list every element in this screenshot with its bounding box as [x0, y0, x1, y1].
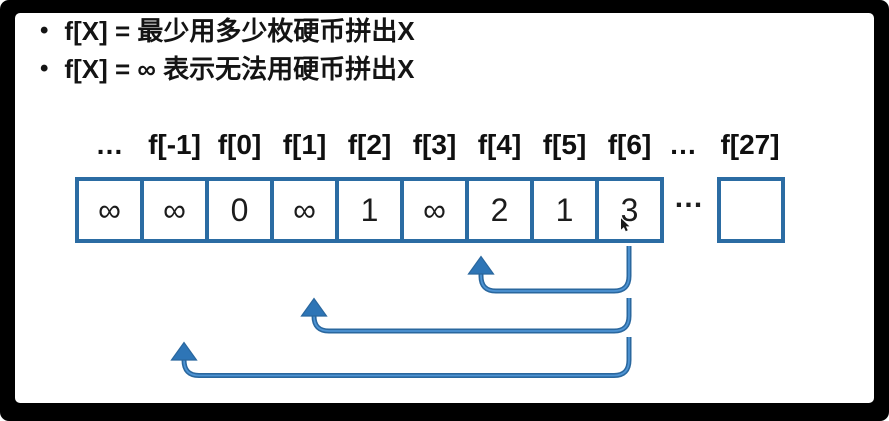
array-cell: ∞ — [75, 177, 144, 243]
index-label: f[0] — [217, 129, 262, 160]
index-label: f[1] — [282, 129, 327, 160]
index-label: f[4] — [477, 129, 522, 160]
array-cell: 1 — [530, 177, 599, 243]
index-label: f[6] — [607, 129, 652, 160]
array-cell: ∞ — [400, 177, 469, 243]
array-cell-f27 — [717, 177, 785, 243]
bullet-item: f[X] = 最少用多少枚硬币拼出X — [40, 13, 414, 51]
array-cell: ∞ — [140, 177, 209, 243]
index-label: f[5] — [542, 129, 587, 160]
index-label: f[2] — [347, 129, 392, 160]
index-label-f27: f[27] — [720, 129, 780, 160]
index-label: f[-1] — [148, 129, 201, 160]
bullet-item: f[X] = ∞ 表示无法用硬币拼出X — [40, 51, 415, 89]
array-cell: 2 — [465, 177, 534, 243]
array-cell: 0 — [205, 177, 274, 243]
index-label: … — [95, 129, 124, 160]
array-row-ellipsis: … — [673, 181, 707, 214]
array-cell: 3 — [595, 177, 664, 243]
bullet-list: f[X] = 最少用多少枚硬币拼出X f[X] = ∞ 表示无法用硬币拼出X — [40, 13, 415, 89]
array-cell: ∞ — [270, 177, 339, 243]
array-cell: 1 — [335, 177, 404, 243]
mouse-cursor-icon — [621, 218, 630, 232]
index-label: f[3] — [412, 129, 457, 160]
index-label-ellipsis: … — [669, 129, 699, 160]
